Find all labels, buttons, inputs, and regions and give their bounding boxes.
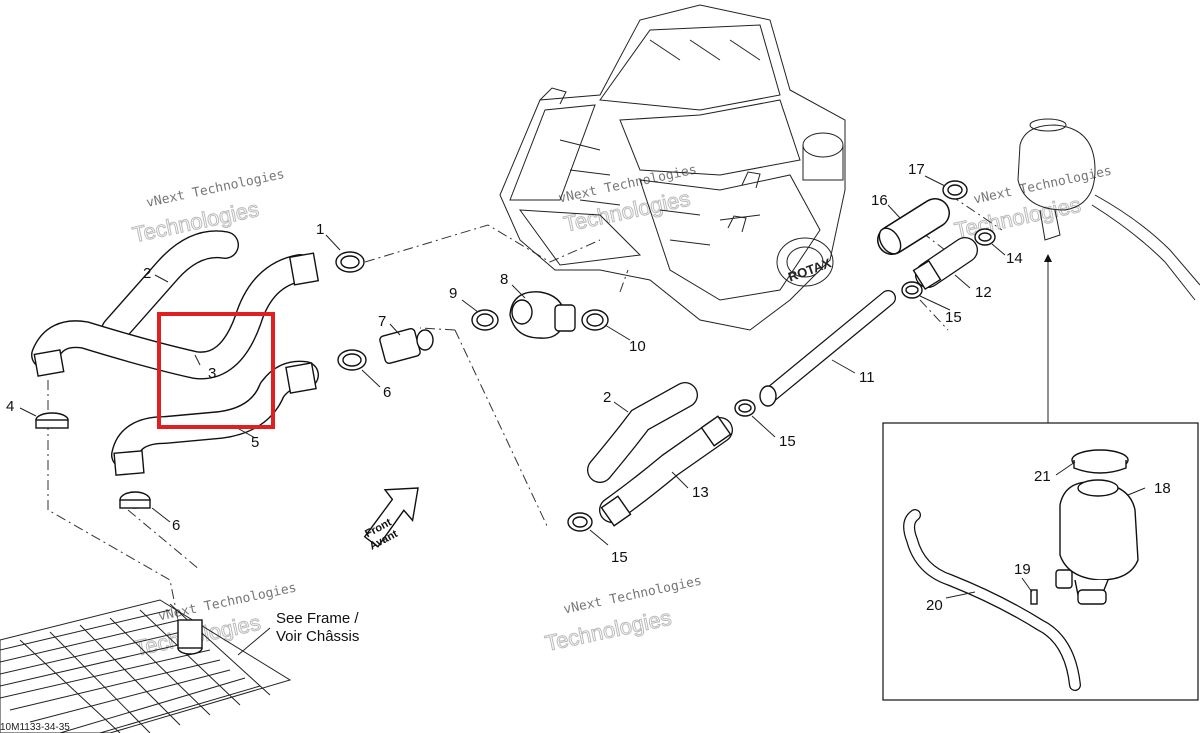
callout-20: 20 (926, 597, 943, 614)
callout-15-left: 15 (611, 549, 628, 566)
callout-8: 8 (500, 271, 508, 288)
highlight-box (157, 312, 275, 429)
hose-12 (912, 237, 978, 291)
callout-labels: 1 2 3 4 5 6 6 7 8 9 10 11 12 13 14 2 15 … (6, 161, 1171, 614)
radiator (0, 599, 292, 733)
frame-reference-note: See Frame / Voir Châssis (276, 610, 359, 645)
callout-12: 12 (975, 284, 992, 301)
callout-2-right: 2 (603, 389, 611, 406)
upper-reservoir (1017, 118, 1200, 301)
pipe-11 (759, 290, 896, 407)
callout-11: 11 (859, 369, 875, 386)
frame-note-line2: Voir Châssis (276, 628, 359, 645)
clamp-6-lower (119, 491, 151, 509)
callout-17: 17 (908, 161, 925, 178)
callout-13: 13 (692, 484, 709, 501)
callout-15-right: 15 (945, 309, 962, 326)
watermark-top-center: vNext Technologies Technologies (557, 163, 698, 238)
callout-1: 1 (316, 221, 324, 238)
elbow-8 (509, 291, 576, 339)
clamp-10 (581, 309, 609, 331)
clamp-9 (471, 309, 499, 331)
clamp-4 (35, 412, 69, 429)
callout-10: 10 (629, 338, 646, 355)
fitting-7 (379, 328, 434, 364)
svg-text:vNext Technologies: vNext Technologies (562, 574, 703, 618)
callout-19: 19 (1014, 561, 1031, 578)
callout-6-lower: 6 (172, 517, 180, 534)
callout-5: 5 (251, 434, 259, 451)
callout-15-middle: 15 (779, 433, 796, 450)
figure-reference-code: 10M1133-34-35 (0, 722, 70, 733)
clamp-6-upper (337, 349, 367, 371)
reservoir-cap-21 (1071, 449, 1129, 474)
hose-16 (877, 198, 950, 255)
watermark-bottom-center: vNext Technologies Technologies (542, 574, 703, 657)
hose-2-left (101, 230, 239, 344)
hose-3 (31, 252, 320, 380)
callout-18: 18 (1154, 480, 1171, 497)
callout-2-left: 2 (143, 265, 151, 282)
clamp-15-middle (734, 399, 756, 417)
svg-text:Technologies: Technologies (952, 192, 1083, 243)
hose-13 (599, 415, 733, 527)
callout-3: 3 (208, 365, 216, 382)
callout-16: 16 (871, 192, 888, 209)
callout-14: 14 (1006, 250, 1023, 267)
callout-7: 7 (378, 313, 386, 330)
inset-panel (882, 254, 1199, 701)
svg-text:Technologies: Technologies (543, 605, 674, 656)
screw-19 (1030, 589, 1038, 605)
frame-note-line1: See Frame / (276, 610, 359, 627)
clamp-1 (335, 251, 365, 273)
overflow-hose-20 (903, 509, 1081, 691)
clamp-15-left (567, 512, 593, 532)
outlet-fitting (1055, 569, 1107, 605)
callout-9: 9 (449, 285, 457, 302)
hose-2-right (587, 382, 698, 483)
front-direction-arrow: Front Avant (363, 487, 419, 553)
clamp-15-right (901, 281, 923, 299)
callout-6-upper: 6 (383, 384, 391, 401)
clamp-17 (942, 180, 968, 200)
clamp-14 (974, 228, 996, 246)
callout-4: 4 (6, 398, 14, 415)
callout-21: 21 (1034, 468, 1051, 485)
hose-5 (111, 360, 319, 476)
